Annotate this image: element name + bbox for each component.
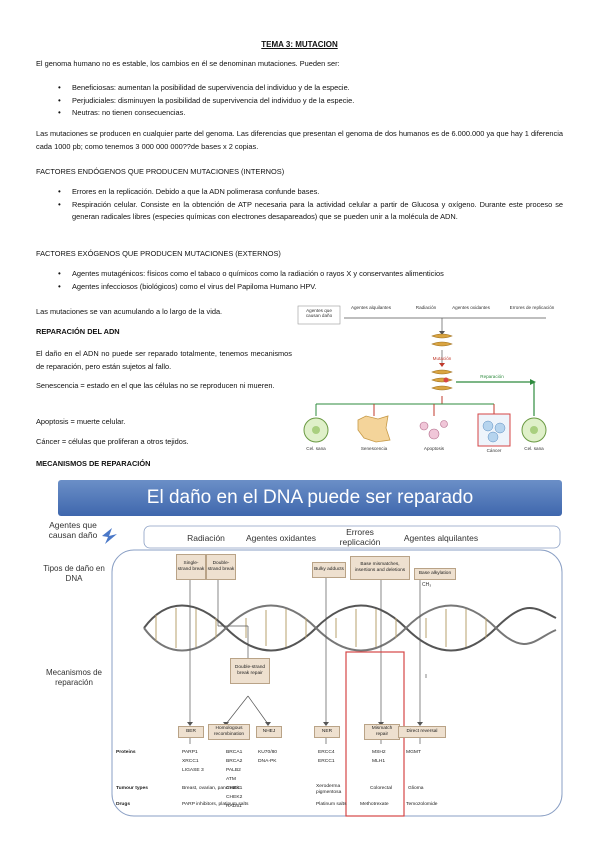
outcome-label: Senescencia (360, 446, 388, 451)
mechanisms-heading: MECANISMOS DE REPARACIÓN (36, 459, 151, 468)
intro-paragraph: El genoma humano no es estable, los camb… (36, 59, 340, 68)
agent-label: Errores replicación (339, 527, 381, 547)
tumour-row-label: Tumour types (116, 786, 148, 791)
figure-connectors (297, 305, 547, 447)
repair-text: El daño en el ADN no puede ser reparado … (36, 349, 292, 371)
outcome-label: Apoptosis (423, 446, 445, 451)
mechanism-box: BER (178, 726, 204, 738)
agent-label: Agentes alquilantes (403, 533, 479, 543)
accumulation-text: Las mutaciones se van acumulando a lo la… (36, 307, 223, 316)
mutation-label: Mutación (432, 356, 452, 361)
exogenous-list: Agentes mutagénicos: físicos como el tab… (36, 268, 563, 293)
list-item: Beneficiosas: aumentan la posibilidad de… (36, 82, 563, 95)
agent-label: Errores de replicación (509, 305, 555, 310)
drug: Platinum salts (316, 802, 347, 807)
mechanism-box: Homologous recombination (208, 724, 250, 740)
drug: PARP inhibitors, platinum salts (182, 802, 249, 807)
mmr-proteins: MSH2 MLH1 (372, 750, 386, 764)
damage-type-box: Bulky adducts (312, 562, 346, 578)
dsb-repair-box: Double-strand break repair (230, 658, 270, 684)
list-item: Respiración celular. Consiste en la obte… (36, 199, 563, 224)
genome-difference-paragraph: Las mutaciones se producen en cualquier … (36, 129, 563, 151)
dr-proteins: MGMT (406, 750, 421, 755)
damage-type-box: Base mismatches, insertions and deletion… (350, 556, 410, 580)
tumour-type: Breast, ovarian, pancreatic (182, 786, 241, 791)
mechanism-box: NER (314, 726, 340, 738)
ber-proteins: PARP1 XRCC1 LIGASE 3 (182, 750, 204, 773)
drug: Temozolomide (406, 802, 438, 807)
exogenous-heading: FACTORES EXÓGENOS QUE PRODUCEN MUTACIONE… (36, 249, 281, 258)
figure-connectors (102, 525, 563, 817)
damage-types-label: Tipos de daño en DNA (43, 564, 105, 583)
list-item: Agentes infecciosos (biológicos) como el… (36, 281, 563, 294)
mechanism-box: Mismatch repair (364, 724, 400, 740)
outcome-label: Cáncer (486, 448, 502, 453)
tumour-type: Colorectal (370, 786, 393, 791)
agent-label: Agentes oxidantes (246, 533, 316, 543)
outcome-label: Cel. sana (306, 446, 326, 451)
list-item: Errores en la replicación. Debido a que … (36, 186, 563, 199)
repair-heading: REPARACIÓN DEL ADN (36, 327, 120, 336)
outcome-label: Cel. sana (524, 446, 544, 451)
endogenous-list: Errores en la replicación. Debido a que … (36, 186, 563, 224)
mechanism-box: Direct reversal (398, 726, 446, 738)
agents-box-label: Agentes que causan daño (305, 308, 333, 318)
proteins-row-label: Proteins (116, 750, 136, 755)
tumour-type: Glioma (408, 786, 424, 791)
mechanisms-label: Mecanismos de reparación (45, 668, 103, 687)
mechanism-box: NHEJ (256, 726, 282, 738)
damage-type-box: Base alkylation (414, 568, 456, 580)
agents-label: Agentes que causan daño (48, 520, 98, 540)
damage-type-box: Single-strand break (176, 554, 206, 580)
apoptosis-definition: Apoptosis = muerte celular. (36, 417, 126, 426)
methyl-label: CH₃ (422, 582, 432, 588)
drug: Methotrexate (360, 802, 389, 807)
cancer-definition: Cáncer = células que proliferan a otros … (36, 437, 189, 446)
damage-outcome-figure: Agentes que causan daño Agentes alquilan… (296, 300, 566, 458)
mutation-types-list: Beneficiosas: aumentan la posibilidad de… (36, 82, 563, 120)
damage-type-box: Double-strand break (206, 554, 236, 580)
figure-banner: El daño en el DNA puede ser reparado (58, 480, 562, 516)
senescence-definition: Senescencia = estado en el que las célul… (36, 381, 275, 390)
list-item: Perjudiciales: disminuyen la posibilidad… (36, 95, 563, 108)
drugs-row-label: Drugs (116, 802, 131, 807)
list-item: Neutras: no tienen consecuencias. (36, 107, 563, 120)
agent-label: Radiación (415, 305, 437, 310)
hr-proteins: BRCA1 BRCA2 PALB2 ATM CHEK1 CHEK2 RAD51 (226, 750, 243, 809)
agent-label: Agentes oxidantes (452, 305, 490, 310)
agent-label: Radiación (187, 533, 225, 543)
ner-proteins: ERCC4 ERCC1 (318, 750, 335, 764)
list-item: Agentes mutagénicos: físicos como el tab… (36, 268, 563, 281)
dna-repair-figure: El daño en el DNA puede ser reparado (36, 478, 566, 818)
page-title: TEMA 3: MUTACION (261, 40, 338, 49)
agent-label: Agentes alquilantes (350, 305, 392, 310)
nhej-proteins: KU70/80 DNA-PK (258, 750, 278, 764)
endogenous-heading: FACTORES ENDÓGENOS QUE PRODUCEN MUTACION… (36, 167, 285, 176)
tumour-type: Xeroderma pigmentosa (316, 784, 342, 795)
repair-label: Reparación (480, 374, 504, 379)
